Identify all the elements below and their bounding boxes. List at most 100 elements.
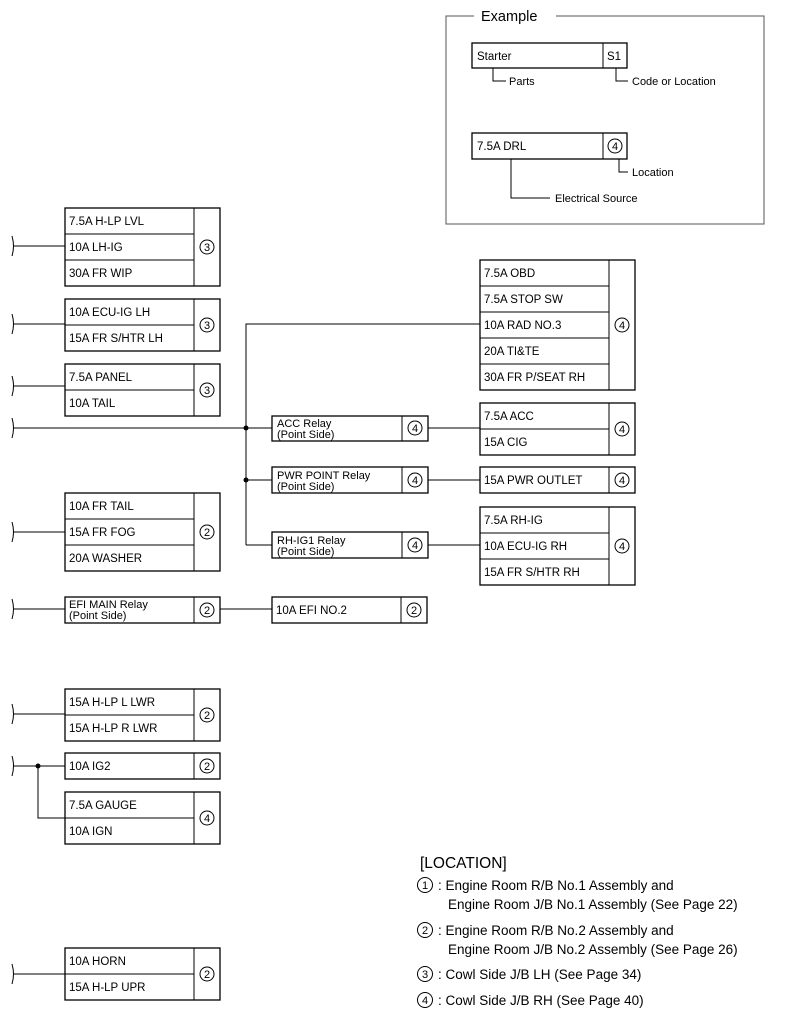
location-number: 2 bbox=[204, 969, 210, 981]
relay-pwr-location: 4 bbox=[412, 475, 418, 487]
location-number: 4 bbox=[204, 813, 210, 825]
location-circle bbox=[199, 382, 215, 398]
code-location-label: Code or Location bbox=[632, 76, 716, 88]
example-title: Example bbox=[481, 9, 537, 25]
location-circle bbox=[199, 524, 215, 540]
fuse-label: 7.5A H-LP LVL bbox=[69, 216, 145, 228]
relay-pwr-side: (Point Side) bbox=[277, 481, 334, 493]
relay-rhig-location: 4 bbox=[412, 540, 418, 552]
location-circle bbox=[407, 420, 423, 436]
fuse-group-g8: 10A HORN 15A H-LP UPR 2 bbox=[64, 947, 221, 1001]
fuse-label: 15A CIG bbox=[484, 437, 528, 449]
fuse-label: 7.5A ACC bbox=[484, 411, 534, 423]
fuse-label: 20A WASHER bbox=[69, 553, 142, 565]
fuse-label: 15A H-LP L LWR bbox=[69, 697, 155, 709]
legend-item-1-line1: : Engine Room R/B No.1 Assembly and bbox=[438, 878, 674, 893]
location-leader bbox=[618, 159, 628, 173]
legend-num-2: 2 bbox=[422, 925, 428, 937]
location-number: 4 bbox=[619, 475, 625, 487]
legend-num-1: 1 bbox=[422, 880, 428, 892]
fuse-label: 10A IGN bbox=[69, 826, 112, 838]
relay-efi-location: 2 bbox=[204, 605, 210, 617]
example-location-circle bbox=[607, 138, 623, 154]
location-label: Location bbox=[632, 167, 674, 179]
relay-pwr-point: PWR POINT Relay (Point Side) 4 bbox=[271, 466, 429, 494]
location-circle bbox=[199, 966, 215, 982]
example-part-box bbox=[471, 42, 628, 69]
location-circle bbox=[407, 472, 423, 488]
relay-efi-side: (Point Side) bbox=[69, 610, 126, 622]
relay-pwr-name: PWR POINT Relay bbox=[277, 470, 371, 482]
fuse-label: 30A FR P/SEAT RH bbox=[484, 372, 585, 384]
junction-dot bbox=[243, 425, 249, 431]
location-circle bbox=[406, 602, 422, 618]
relay-acc: ACC Relay (Point Side) 4 bbox=[271, 415, 429, 442]
relay-rhig-name: RH-IG1 Relay bbox=[277, 535, 346, 547]
fuse-label: 20A TI&TE bbox=[484, 346, 540, 358]
fuse-label: 15A PWR OUTLET bbox=[484, 475, 582, 487]
fuse-group-g6: 10A IG2 2 bbox=[64, 752, 221, 780]
fuse-label: 10A FR TAIL bbox=[69, 501, 134, 513]
location-circle bbox=[199, 810, 215, 826]
fuse-label: 10A TAIL bbox=[69, 398, 116, 410]
relay-rh-ig1: RH-IG1 Relay (Point Side) 4 bbox=[271, 531, 429, 559]
fuse-group-g7: 7.5A GAUGE 10A IGN 4 bbox=[64, 791, 221, 845]
fuse-label: 10A LH-IG bbox=[69, 242, 123, 254]
location-number: 4 bbox=[619, 541, 625, 553]
fuse-group-r2: 7.5A ACC 15A CIG 4 bbox=[479, 402, 636, 456]
example-panel: Example Starter S1 Parts Code or Locatio… bbox=[445, 9, 765, 225]
location-number: 2 bbox=[204, 761, 210, 773]
location-circle bbox=[199, 317, 215, 333]
example-fuse-box bbox=[471, 132, 628, 160]
fuse-label: 15A FR S/HTR LH bbox=[69, 333, 163, 345]
location-circle bbox=[199, 707, 215, 723]
fuse-label: 7.5A GAUGE bbox=[69, 800, 137, 812]
legend-item-3: : Cowl Side J/B LH (See Page 34) bbox=[438, 967, 641, 982]
location-number: 2 bbox=[204, 527, 210, 539]
fuse-label: 7.5A PANEL bbox=[69, 372, 133, 384]
fuse-label: 7.5A RH-IG bbox=[484, 515, 543, 527]
fuse-label: 15A H-LP UPR bbox=[69, 982, 146, 994]
junction-dot bbox=[243, 477, 249, 483]
legend-num-4: 4 bbox=[422, 995, 428, 1007]
source-leader bbox=[510, 159, 550, 199]
relay-acc-location: 4 bbox=[412, 423, 418, 435]
legend-item-4: : Cowl Side J/B RH (See Page 40) bbox=[438, 993, 644, 1008]
fuse-label: 10A EFI NO.2 bbox=[276, 605, 347, 617]
electrical-source-label: Electrical Source bbox=[555, 193, 638, 205]
relay-rhig-side: (Point Side) bbox=[277, 546, 334, 558]
fuse-group-g2: 10A ECU-IG LH 15A FR S/HTR LH 3 bbox=[64, 298, 221, 352]
parts-leader bbox=[492, 68, 506, 82]
location-number: 4 bbox=[619, 424, 625, 436]
location-number: 3 bbox=[204, 242, 210, 254]
fuse-label: 10A IG2 bbox=[69, 761, 111, 773]
fuse-label: 15A H-LP R LWR bbox=[69, 723, 157, 735]
relay-acc-name: ACC Relay bbox=[277, 418, 332, 430]
example-location-number: 4 bbox=[612, 141, 618, 153]
location-number: 2 bbox=[204, 710, 210, 722]
parts-label: Parts bbox=[509, 76, 535, 88]
example-part-code: S1 bbox=[607, 51, 621, 63]
fuse-group-r3: 15A PWR OUTLET 4 bbox=[479, 466, 636, 494]
location-circle bbox=[614, 538, 630, 554]
legend-num-3: 3 bbox=[422, 969, 428, 981]
example-part-name: Starter bbox=[477, 51, 512, 63]
fuse-label: 10A ECU-IG LH bbox=[69, 307, 150, 319]
example-fuse-name: 7.5A DRL bbox=[477, 141, 527, 153]
fuse-label: 10A ECU-IG RH bbox=[484, 541, 567, 553]
location-circle bbox=[199, 758, 215, 774]
location-circle bbox=[407, 537, 423, 553]
wires bbox=[11, 235, 480, 985]
legend-title: [LOCATION] bbox=[420, 855, 507, 872]
location-circle bbox=[614, 472, 630, 488]
fuse-label: 10A HORN bbox=[69, 956, 126, 968]
code-leader bbox=[615, 68, 628, 82]
fuse-label: 7.5A OBD bbox=[484, 268, 535, 280]
location-number: 3 bbox=[204, 320, 210, 332]
